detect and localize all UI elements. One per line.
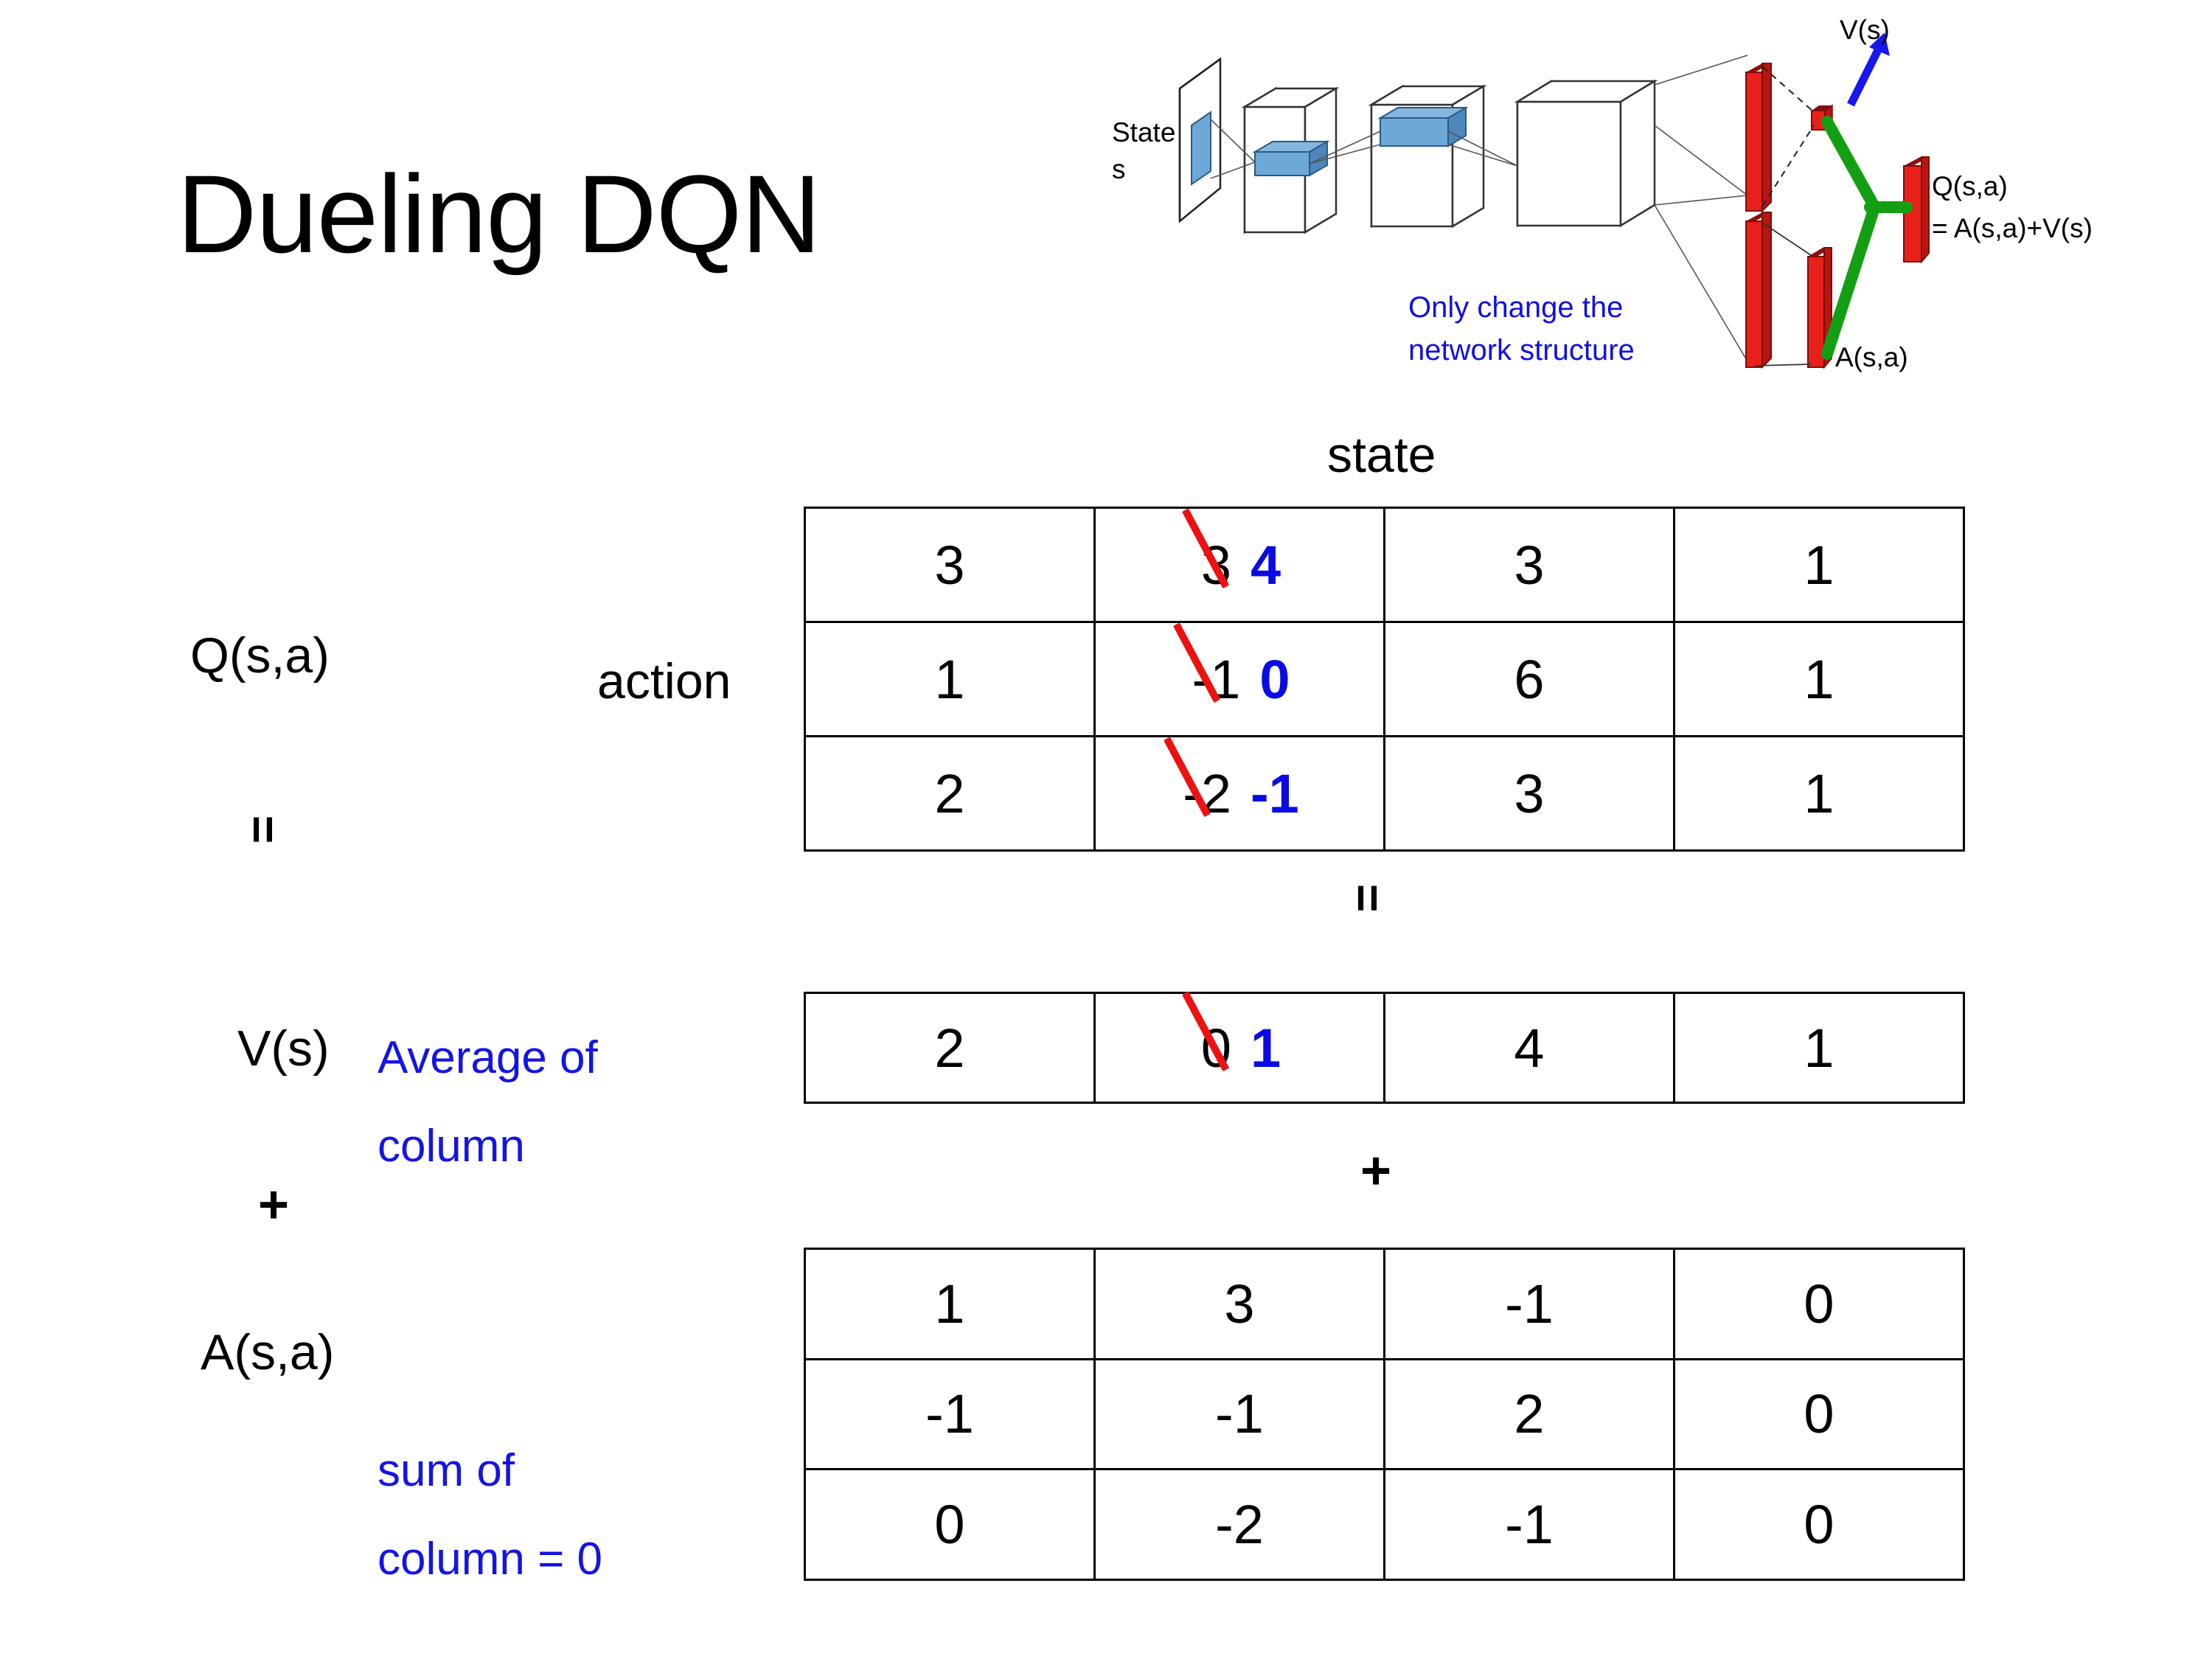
v-function-label: V(s) (237, 1020, 330, 1077)
diagram-note-line1: Only change the (1408, 291, 1623, 324)
a-cell-r2c2[interactable]: -1 (1383, 1468, 1675, 1581)
diagram-state-sub-label: s (1112, 154, 1126, 184)
a-cell-r1c2[interactable]: 2 (1383, 1357, 1675, 1471)
equals-symbol-middle: = (1340, 883, 1396, 910)
average-note-line1: Average of (378, 1032, 598, 1083)
state-axis-label: state (1327, 427, 1436, 483)
advantage-links-icon (1754, 222, 1812, 366)
conv-block-3-icon (1514, 79, 1658, 228)
q-cell-r0c2[interactable]: 3 (1383, 507, 1675, 623)
sum-note-line1: sum of (378, 1445, 515, 1496)
q-cell-r2c2[interactable]: 3 (1383, 735, 1675, 852)
v-corrected-value: 1 (1251, 1017, 1281, 1079)
action-axis-label: action (597, 653, 731, 709)
table-row: 0 -2 -1 0 (804, 1468, 1965, 1581)
table-row: 2 01 4 1 (804, 990, 1965, 1104)
a-cell-r2c1[interactable]: -2 (1093, 1468, 1385, 1581)
q-cell-r0c0[interactable]: 3 (804, 507, 1096, 623)
a-cell-r0c0[interactable]: 1 (804, 1248, 1096, 1360)
q-cell-r0c3[interactable]: 1 (1673, 507, 1965, 623)
value-arrow-icon (1847, 32, 1890, 107)
a-cell-r2c3[interactable]: 0 (1673, 1468, 1965, 1581)
q-corrected-value: -1 (1251, 762, 1299, 824)
page-title: Dueling DQN (177, 152, 821, 276)
q-cell-r2c1[interactable]: -2-1 (1093, 735, 1385, 852)
average-note-line2: column (378, 1121, 525, 1172)
diagram-a-label: A(s,a) (1835, 342, 1908, 372)
conv-patch-1-icon (1252, 140, 1330, 177)
sum-combine-icon (1821, 116, 1913, 360)
v-cell-c0[interactable]: 2 (804, 992, 1096, 1104)
q-cell-r1c2[interactable]: 6 (1383, 621, 1675, 737)
a-cell-r1c0[interactable]: -1 (804, 1357, 1096, 1471)
q-output-bar-icon (1903, 156, 1930, 264)
a-function-label: A(s,a) (201, 1324, 335, 1380)
a-cell-r0c1[interactable]: 3 (1093, 1248, 1385, 1360)
q-cell-r0c1[interactable]: 34 (1093, 507, 1385, 623)
table-row: 3 34 3 1 (804, 507, 1965, 623)
v-cell-c1[interactable]: 01 (1093, 990, 1385, 1104)
a-cell-r1c3[interactable]: 0 (1673, 1357, 1965, 1471)
diagram-note-line2: network structure (1408, 334, 1635, 366)
v-cell-c3[interactable]: 1 (1673, 992, 1965, 1104)
a-cell-r0c2[interactable]: -1 (1383, 1248, 1675, 1360)
v-cell-c2[interactable]: 4 (1383, 992, 1675, 1104)
table-row: 1 3 -1 0 (804, 1248, 1965, 1360)
q-corrected-value: 4 (1251, 534, 1281, 596)
v-table: 2 01 4 1 (804, 990, 1965, 1104)
diagram-q-label: Q(s,a) (1932, 171, 2008, 201)
a-cell-r1c1[interactable]: -1 (1093, 1357, 1385, 1471)
table-row: 2 -2-1 3 1 (804, 735, 1965, 852)
sum-note-line2: column = 0 (378, 1534, 603, 1585)
a-cell-r0c3[interactable]: 0 (1673, 1248, 1965, 1360)
input-patch-icon (1191, 111, 1211, 186)
q-cell-r1c0[interactable]: 1 (804, 621, 1096, 737)
q-corrected-value: 0 (1259, 648, 1290, 710)
diagram-state-label: State (1112, 117, 1175, 147)
dueling-network-diagram: State s (1099, 7, 2205, 409)
plus-symbol-middle: + (1360, 1141, 1392, 1200)
connection-lines-icon (1210, 55, 1748, 362)
q-cell-r1c3[interactable]: 1 (1673, 621, 1965, 737)
value-stream-bar-icon (1745, 63, 1772, 213)
q-table: 3 34 3 1 1 -10 6 1 2 -2-1 3 1 (804, 507, 1965, 852)
q-cell-r2c3[interactable]: 1 (1673, 735, 1965, 852)
conv-patch-2-icon (1377, 106, 1469, 147)
q-function-label: Q(s,a) (190, 627, 330, 684)
diagram-v-label: V(s) (1840, 15, 1890, 45)
value-dashed-links-icon (1761, 66, 1815, 207)
equals-symbol-left: = (236, 815, 291, 841)
table-row: -1 -1 2 0 (804, 1357, 1965, 1471)
q-cell-r2c0[interactable]: 2 (804, 735, 1096, 852)
diagram-q-formula-label: = A(s,a)+V(s) (1932, 213, 2093, 243)
a-cell-r2c0[interactable]: 0 (804, 1468, 1096, 1581)
plus-symbol-left: + (258, 1175, 290, 1234)
advantage-stream-bar-icon (1745, 212, 1772, 369)
a-table: 1 3 -1 0 -1 -1 2 0 0 -2 -1 0 (804, 1248, 1965, 1581)
